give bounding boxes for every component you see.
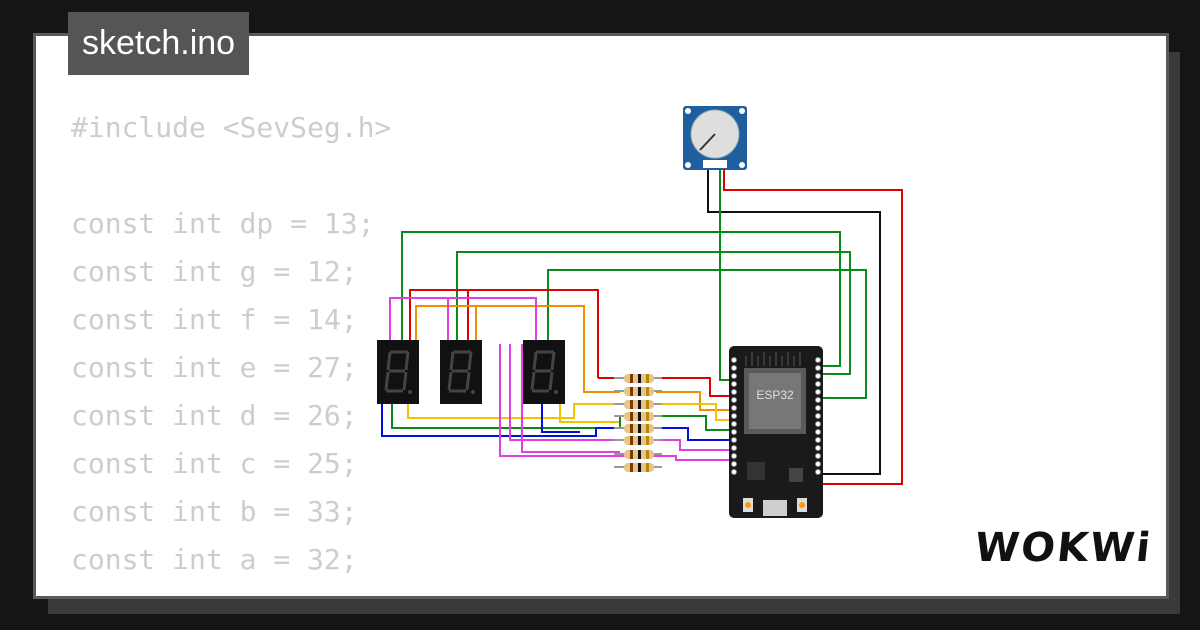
seven-segment-display-2[interactable] bbox=[440, 340, 482, 404]
header-pin bbox=[731, 453, 737, 459]
code-line: const int f = 14; bbox=[71, 303, 358, 336]
wire-blue bbox=[381, 404, 620, 437]
header-pin bbox=[815, 357, 821, 363]
code-line: #include <SevSeg.h> bbox=[71, 111, 392, 144]
header-pin bbox=[731, 429, 737, 435]
resistors bbox=[614, 374, 662, 472]
seven-segment-display-3[interactable] bbox=[523, 340, 565, 404]
resistor[interactable] bbox=[614, 436, 662, 445]
resistor[interactable] bbox=[614, 412, 662, 421]
header-pin bbox=[815, 429, 821, 435]
code-preview: #include <SevSeg.h> const int dp = 13; con… bbox=[71, 104, 392, 596]
wire-red bbox=[656, 377, 732, 397]
wire-yellow bbox=[559, 404, 620, 423]
wire-violet bbox=[521, 344, 620, 453]
wire-black bbox=[707, 168, 881, 475]
wire-violet bbox=[656, 439, 732, 451]
seven-segment-display-1[interactable] bbox=[377, 340, 419, 404]
resistor[interactable] bbox=[614, 387, 662, 396]
wire-blue bbox=[541, 404, 580, 433]
code-line: const int g = 12; bbox=[71, 255, 358, 288]
wire-green bbox=[391, 404, 621, 429]
wire-green bbox=[547, 269, 867, 399]
resistor[interactable] bbox=[614, 450, 662, 459]
potentiometer[interactable] bbox=[683, 106, 747, 170]
resistor[interactable] bbox=[614, 424, 662, 433]
header-pin bbox=[815, 421, 821, 427]
header-pin bbox=[731, 445, 737, 451]
code-line: const int d1 = 23; bbox=[71, 584, 391, 596]
resistor[interactable] bbox=[614, 400, 662, 409]
wire-violet bbox=[509, 344, 620, 441]
wires bbox=[381, 168, 903, 485]
wire-violet bbox=[389, 297, 537, 340]
header-pin bbox=[731, 357, 737, 363]
wire-blue bbox=[656, 427, 732, 441]
code-line: const int b = 33; bbox=[71, 495, 358, 528]
header-pin bbox=[815, 381, 821, 387]
resistor[interactable] bbox=[614, 374, 662, 383]
header-pin bbox=[731, 413, 737, 419]
code-line: const int c = 25; bbox=[71, 447, 358, 480]
header-pin bbox=[815, 365, 821, 371]
header-pin bbox=[731, 437, 737, 443]
header-pin bbox=[815, 453, 821, 459]
header-pin bbox=[815, 397, 821, 403]
wire-red bbox=[723, 168, 903, 485]
header-pin bbox=[731, 397, 737, 403]
esp32-pins bbox=[731, 357, 821, 475]
wire-green bbox=[656, 415, 732, 431]
wire-green bbox=[719, 168, 732, 381]
header-pin bbox=[731, 365, 737, 371]
wire-green bbox=[456, 251, 851, 375]
wire-yellow bbox=[407, 403, 620, 419]
header-pin bbox=[815, 373, 821, 379]
header-pin bbox=[731, 421, 737, 427]
wire-red bbox=[409, 289, 599, 378]
header-pin bbox=[731, 461, 737, 467]
code-line: const int e = 27; bbox=[71, 351, 358, 384]
resistor[interactable] bbox=[614, 463, 662, 472]
header-pin bbox=[815, 469, 821, 475]
header-pin bbox=[815, 437, 821, 443]
header-pin bbox=[731, 381, 737, 387]
preview-card: #include <SevSeg.h> const int dp = 13; con… bbox=[33, 33, 1169, 599]
wire-violet bbox=[499, 344, 732, 461]
esp32-board[interactable]: ESP32 bbox=[729, 346, 823, 518]
wire-orange bbox=[415, 305, 620, 393]
header-pin bbox=[815, 389, 821, 395]
code-line: const int a = 32; bbox=[71, 543, 358, 576]
header-pin bbox=[815, 445, 821, 451]
wire-yellow bbox=[656, 403, 732, 421]
header-pin bbox=[815, 461, 821, 467]
header-pin bbox=[731, 389, 737, 395]
code-line: const int d = 26; bbox=[71, 399, 358, 432]
header-pin bbox=[731, 469, 737, 475]
file-tab[interactable]: sketch.ino bbox=[68, 12, 250, 75]
esp32-label: ESP32 bbox=[756, 388, 794, 402]
header-pin bbox=[815, 413, 821, 419]
wire-green bbox=[401, 231, 841, 367]
header-pin bbox=[731, 373, 737, 379]
header-pin bbox=[731, 405, 737, 411]
header-pin bbox=[815, 405, 821, 411]
wokwi-logo: WOKWi bbox=[972, 525, 1155, 571]
code-line: const int dp = 13; bbox=[71, 207, 375, 240]
wire-orange bbox=[656, 391, 732, 411]
